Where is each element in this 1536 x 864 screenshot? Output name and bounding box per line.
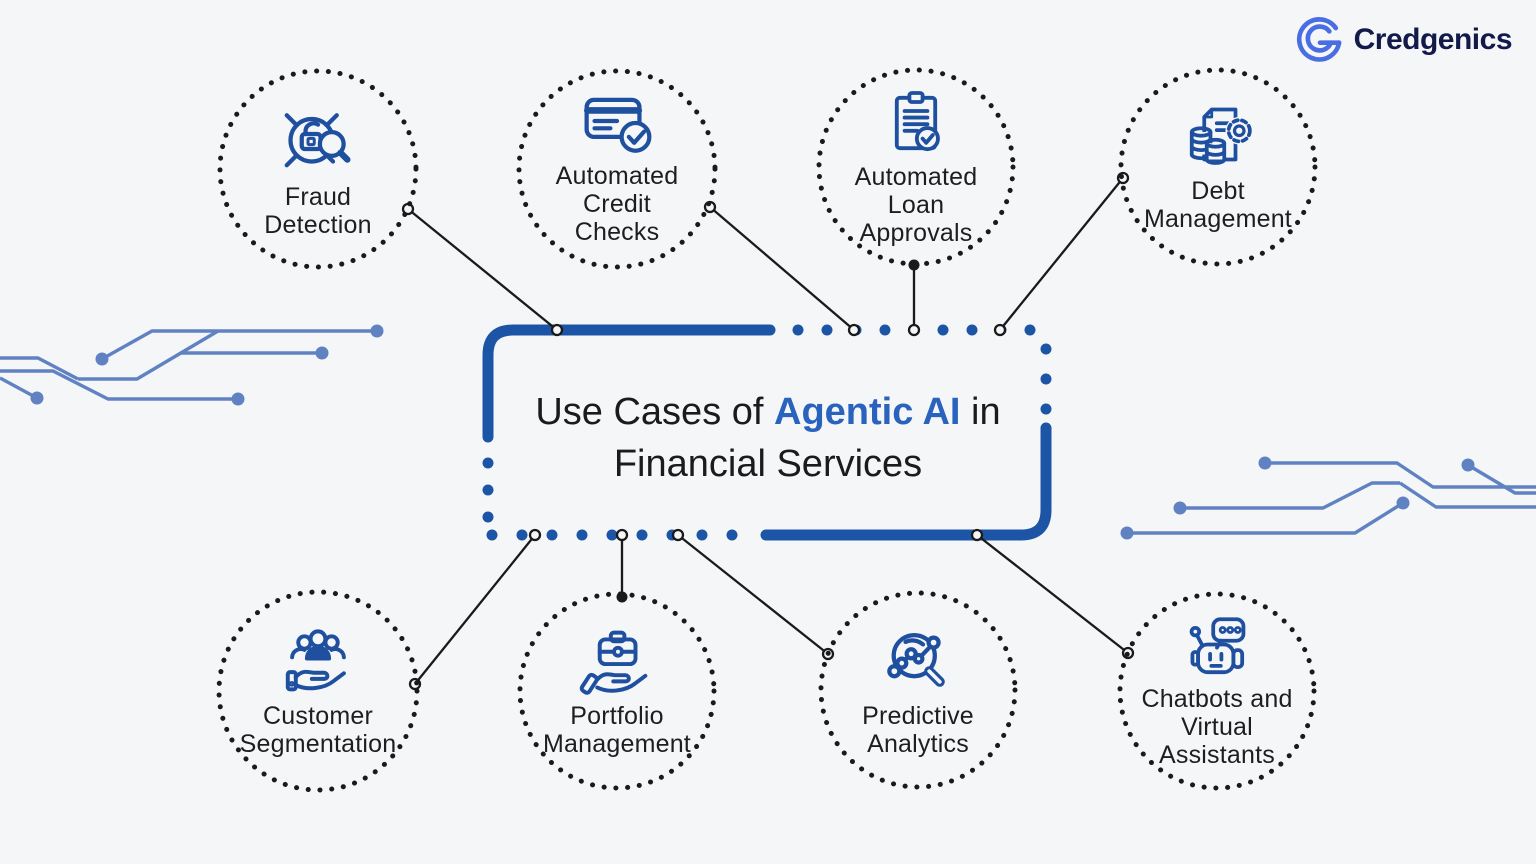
node-label: Automated Loan Approvals: [854, 163, 978, 247]
credit-checks-ring: [516, 68, 718, 270]
node-customer-segmentation: Customer Segmentation: [212, 585, 424, 797]
clipboard-check-icon: [894, 91, 940, 152]
fraud-magnifier-lock-icon: [284, 113, 351, 168]
briefcase-in-hand-icon: [579, 630, 648, 695]
node-label: Predictive Analytics: [862, 702, 974, 758]
node-label: Debt Management: [1144, 177, 1292, 233]
node-automated-loan-approvals: Automated Loan Approvals: [810, 61, 1022, 273]
center-title-line1: Use Cases of Agentic AI in: [535, 386, 1000, 438]
people-in-hand-icon: [285, 629, 346, 692]
decorative-circuit-left: [0, 324, 384, 406]
node-label: Portfolio Management: [543, 702, 691, 758]
title-highlight: Agentic AI: [774, 391, 961, 433]
decorative-circuit-right: [1120, 456, 1536, 540]
debt-management-ring: [1118, 67, 1318, 267]
node-label: Customer Segmentation: [239, 702, 397, 758]
robot-chat-icon: [1189, 617, 1246, 675]
connector-predictive-analytics: [677, 534, 829, 655]
connector-credit-checks: [709, 206, 855, 331]
document-coins-gear-icon: [1189, 107, 1253, 165]
node-portfolio-management: Portfolio Management: [511, 585, 723, 797]
credgenics-logo-mark-icon: [1296, 17, 1341, 62]
center-title: Use Cases of Agentic AI in Financial Ser…: [492, 383, 1044, 493]
fraud-detection-ring: [217, 68, 419, 270]
center-title-line2: Financial Services: [613, 443, 923, 485]
logo-wordmark: Credgenics: [1353, 23, 1513, 56]
connector-debt-management: [999, 177, 1124, 331]
title-prefix: Use Cases of: [535, 391, 774, 433]
title-suffix: in: [960, 391, 1001, 433]
connector-customer-segmentation: [414, 534, 536, 685]
magnifier-chart-icon: [887, 632, 945, 687]
node-circles: [216, 67, 1318, 793]
node-debt-management: Debt Management: [1112, 61, 1324, 273]
connectors: [401, 171, 1135, 691]
node-label: Fraud Detection: [264, 183, 372, 239]
connector-chatbots: [976, 534, 1129, 654]
credit-card-check-icon: [584, 97, 652, 153]
loan-approvals-ring: [816, 67, 1016, 267]
node-fraud-detection: Fraud Detection: [212, 63, 424, 275]
node-automated-credit-checks: Automated Credit Checks: [511, 63, 723, 275]
credgenics-logo: Credgenics: [1293, 14, 1513, 66]
predictive-analytics-ring: [818, 590, 1018, 790]
node-label: Chatbots and Virtual Assistants: [1141, 685, 1293, 769]
portfolio-management-ring: [517, 591, 717, 791]
node-predictive-analytics: Predictive Analytics: [812, 584, 1024, 796]
customer-segmentation-ring: [216, 589, 420, 793]
connector-fraud-detection: [407, 208, 558, 331]
node-chatbots-virtual-assistants: Chatbots and Virtual Assistants: [1111, 585, 1323, 797]
chatbots-ring: [1117, 591, 1317, 791]
node-label: Automated Credit Checks: [555, 162, 679, 246]
